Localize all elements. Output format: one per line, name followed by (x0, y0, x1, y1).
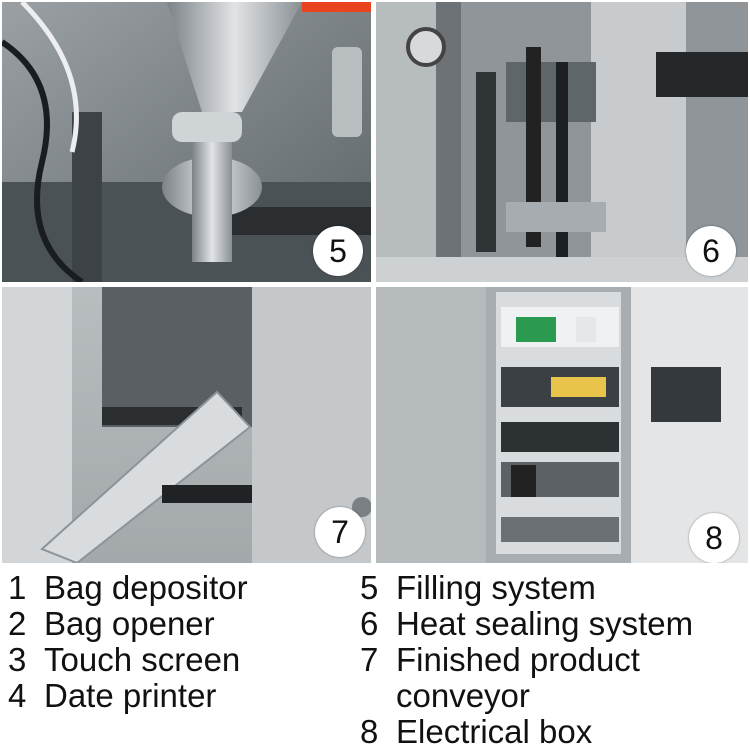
legend-number: 3 (8, 641, 27, 678)
legend-number: 2 (8, 605, 27, 642)
heat-sealing-system-photo: 6 (376, 2, 748, 282)
legend-number: 4 (8, 677, 27, 714)
legend-number: 6 (360, 605, 379, 642)
legend-number: 1 (8, 569, 27, 606)
legend-label: Finished product (396, 641, 640, 678)
legend-label: Filling system (396, 569, 596, 606)
legend-label: Bag depositor (44, 569, 248, 606)
legend-item: 5 Filling system (360, 570, 596, 606)
legend-label: Touch screen (44, 641, 241, 678)
finished-product-conveyor-photo: 7 (2, 287, 371, 563)
conveyor-illustration (2, 287, 371, 563)
legend-item: 3 Touch screen (8, 642, 240, 678)
legend-number: 5 (360, 569, 379, 606)
electrical-box-photo: 8 (376, 287, 748, 563)
legend-label: Bag opener (44, 605, 215, 642)
legend-label: Heat sealing system (396, 605, 694, 642)
legend-item: 8 Electrical box (360, 714, 592, 750)
legend-item: 7 Finished product (360, 642, 640, 678)
panel-number-badge: 5 (313, 226, 363, 276)
legend-number: 7 (360, 641, 379, 678)
electrical-box-illustration (376, 287, 748, 563)
panel-number-badge: 6 (686, 226, 736, 276)
panel-number-badge: 8 (689, 513, 739, 563)
legend-item: 1 Bag depositor (8, 570, 248, 606)
heat-sealing-illustration (376, 2, 748, 282)
filling-system-photo: 5 (2, 2, 371, 282)
legend-label: conveyor (396, 677, 530, 714)
legend-item: 2 Bag opener (8, 606, 215, 642)
legend-item: 4 Date printer (8, 678, 216, 714)
component-legend: 1 Bag depositor 2 Bag opener 3 Touch screen… (0, 570, 750, 756)
legend-label: Electrical box (396, 713, 593, 750)
filling-system-illustration (2, 2, 371, 282)
legend-number: 8 (360, 713, 379, 750)
legend-item: 6 Heat sealing system (360, 606, 693, 642)
legend-item: conveyor (360, 678, 530, 714)
legend-label: Date printer (44, 677, 217, 714)
panel-number-badge: 7 (315, 507, 365, 557)
